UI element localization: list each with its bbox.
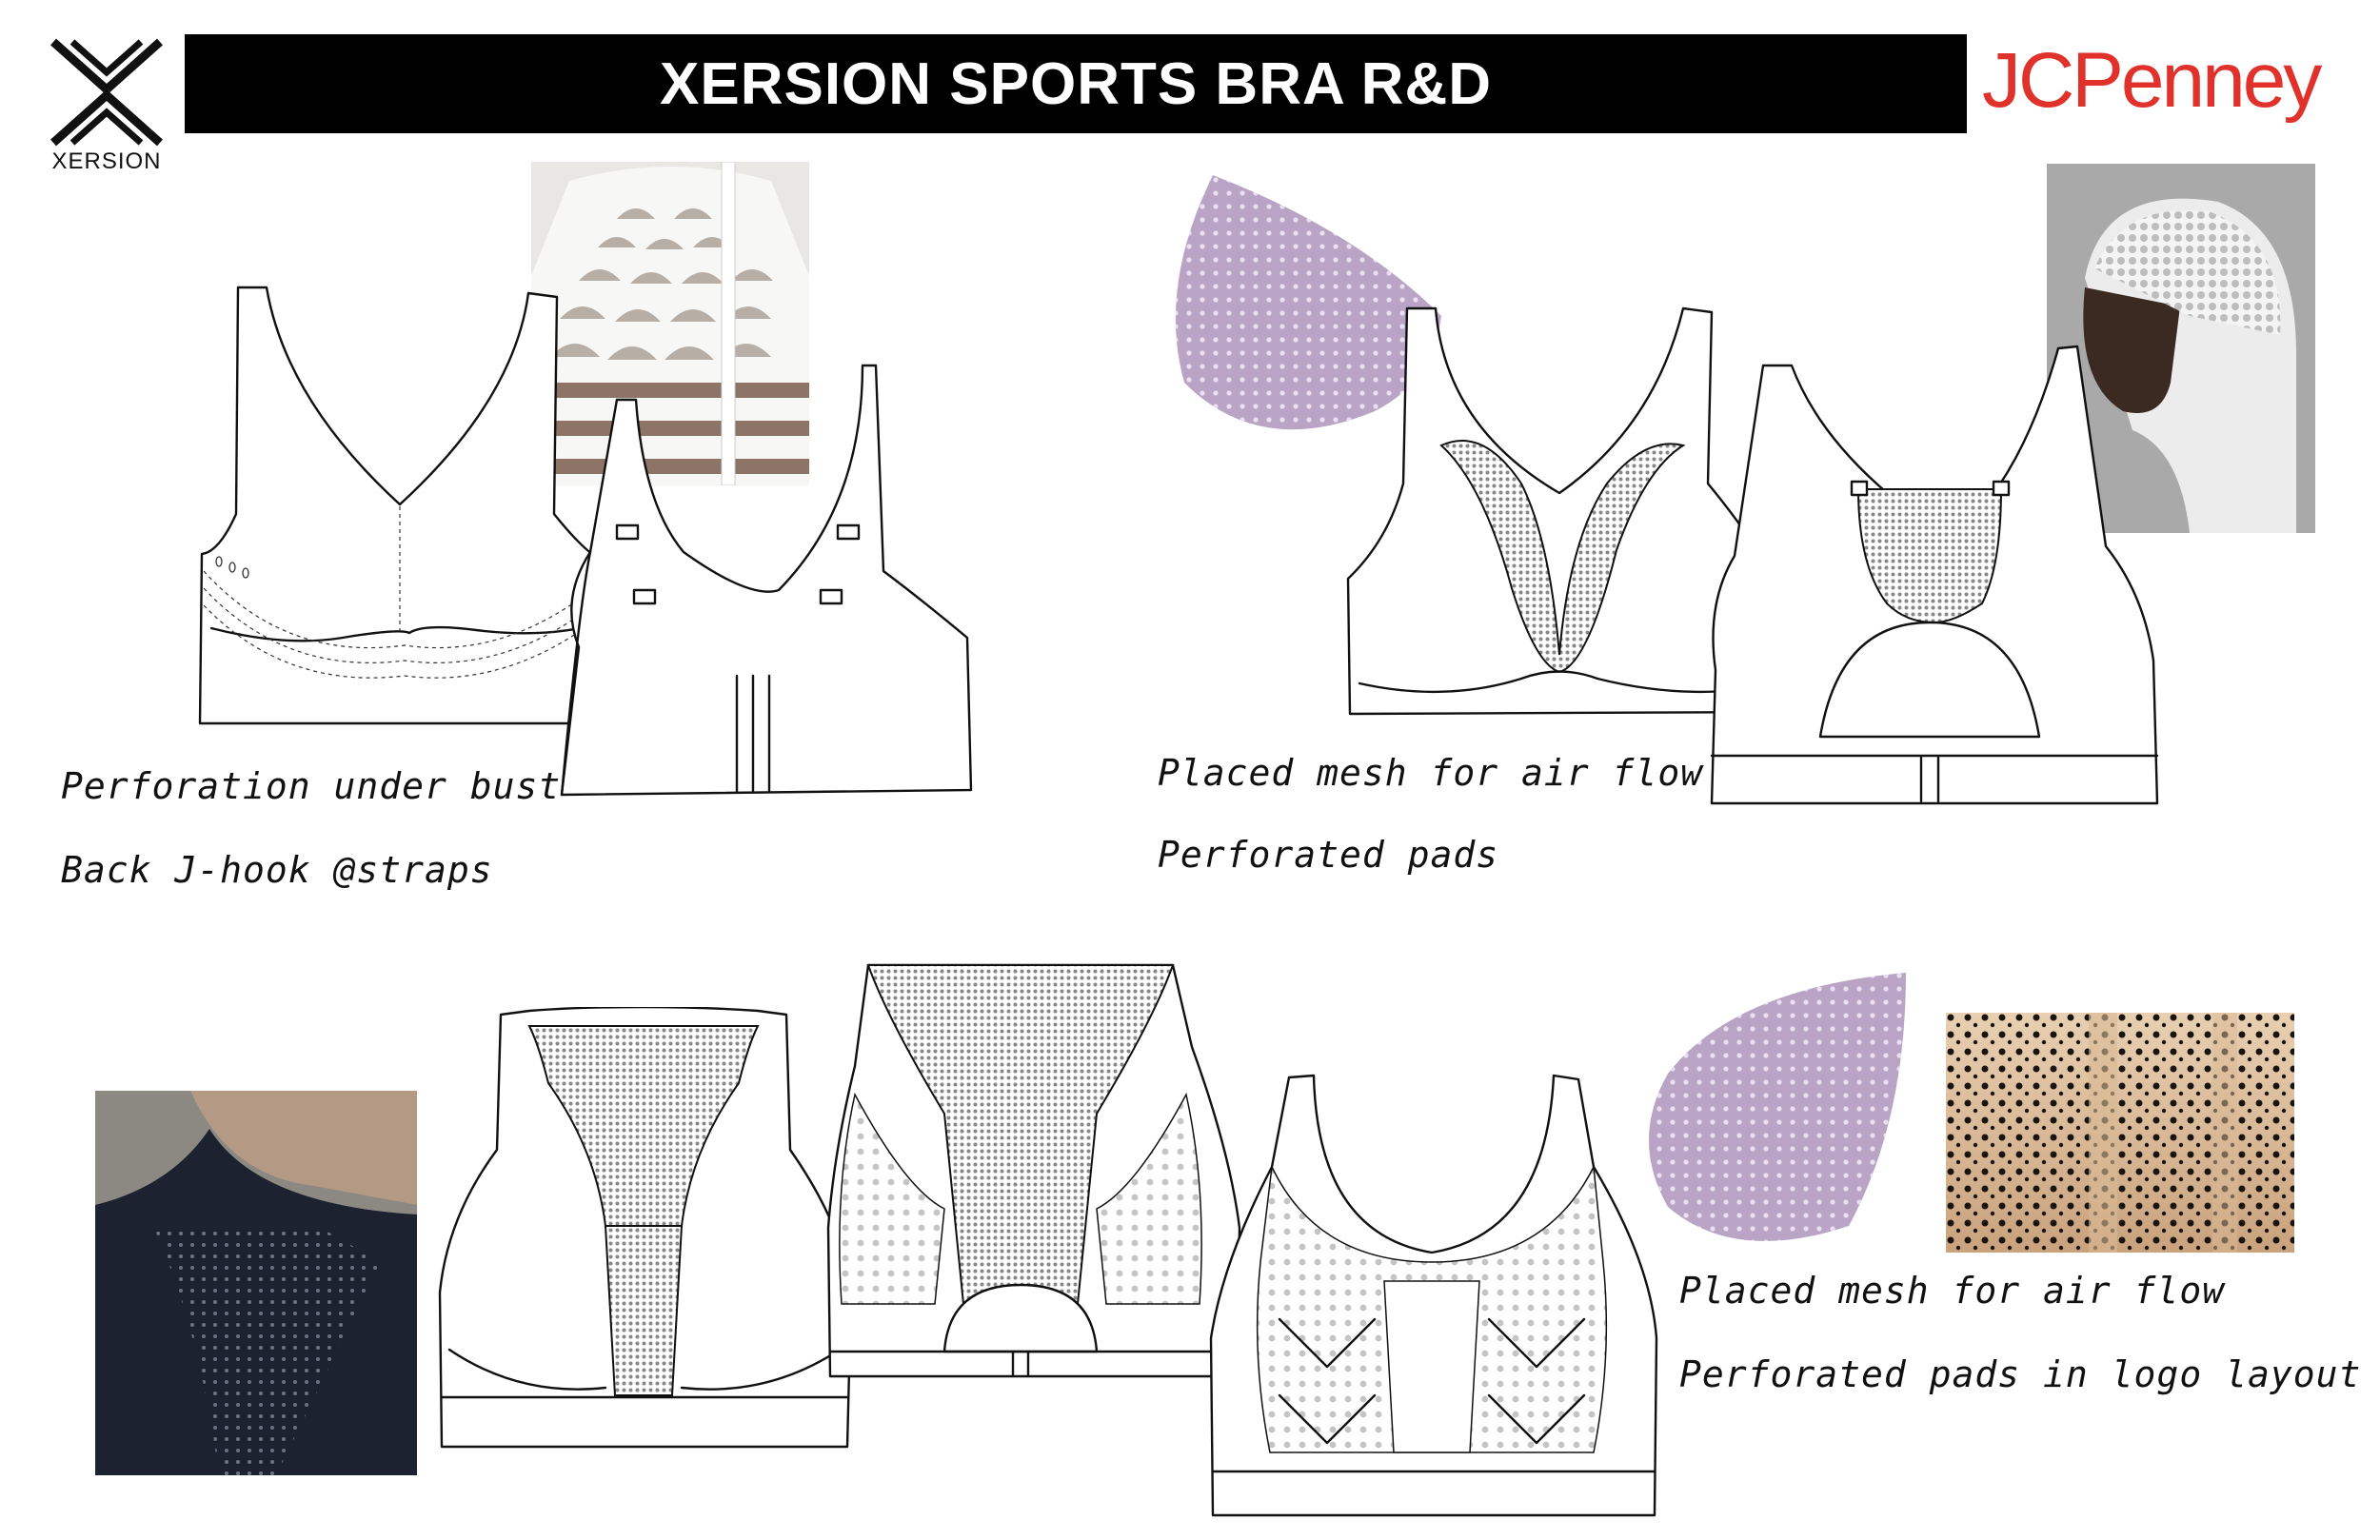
title-bar: XERSION SPORTS BRA R&D bbox=[185, 34, 1967, 133]
bra-sketch-back-jhook bbox=[560, 364, 973, 797]
note-placed-mesh-bottom: Placed mesh for air flow bbox=[1679, 1270, 2226, 1312]
bra-sketch-racer-back bbox=[826, 963, 1241, 1378]
perforation-pattern-swatch bbox=[1946, 1013, 2294, 1253]
jcpenney-logo: JCPenney bbox=[1982, 37, 2322, 124]
xersion-logo: XERSION bbox=[44, 36, 169, 179]
bra-sketch-racer-front bbox=[438, 1007, 853, 1449]
bra-sketch-front-perforated bbox=[198, 286, 619, 725]
xersion-x-icon bbox=[50, 38, 163, 147]
note-perforation-under-bust: Perforation under bust bbox=[61, 765, 562, 807]
note-placed-mesh-top: Placed mesh for air flow bbox=[1158, 752, 1704, 794]
perforated-sweater-photo bbox=[531, 162, 809, 485]
perforated-pad-swatch bbox=[1175, 175, 1441, 430]
xersion-wordmark: XERSION bbox=[51, 148, 162, 174]
note-back-jhook: Back J-hook @straps bbox=[61, 849, 493, 891]
note-perforated-pads-logo-layout: Perforated pads in logo layout bbox=[1679, 1353, 2362, 1395]
bra-sketch-scoop-front bbox=[1209, 1074, 1658, 1517]
page-title: XERSION SPORTS BRA R&D bbox=[659, 50, 1492, 117]
note-perforated-pads-top: Perforated pads bbox=[1158, 834, 1499, 876]
perforated-pad-swatch-bottom bbox=[1649, 973, 1906, 1241]
perforated-shirt-photo bbox=[95, 1091, 417, 1475]
bra-sketch-back-mesh bbox=[1710, 345, 2159, 805]
bra-sketch-front-mesh bbox=[1346, 306, 1790, 716]
